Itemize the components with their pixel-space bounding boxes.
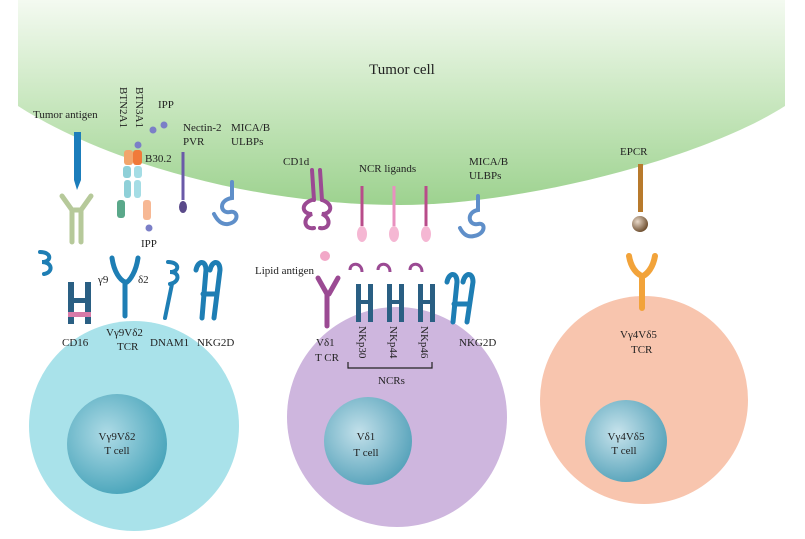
vg4vd5-t-cell: Vγ4Vδ5 T cell xyxy=(540,296,748,504)
vg9vd2-tcr xyxy=(109,255,141,319)
ipp-dot-3 xyxy=(134,141,142,149)
nkp44-receptor xyxy=(376,262,404,322)
vg9vd2-tcr-label-line2: TCR xyxy=(117,341,139,353)
tumor-cell-title: Tumor cell xyxy=(369,62,435,78)
pvr-head xyxy=(179,201,187,213)
ncrs-label: NCRs xyxy=(378,375,405,387)
lipid-antigen-label: Lipid antigen xyxy=(255,265,314,277)
vd1-tcr-label-line2: T CR xyxy=(315,352,340,364)
nucleus-1-label-line1: Vγ9Vδ2 xyxy=(99,431,136,443)
tumor-cell: Tumor cell xyxy=(18,0,785,205)
mica-ligand-1 xyxy=(212,180,239,227)
ncrs-bracket xyxy=(347,362,433,369)
nkp46-receptor xyxy=(408,262,435,322)
nkg2d-label-1: NKG2D xyxy=(197,337,234,349)
nkg2d-receptor-2 xyxy=(444,272,476,325)
ncr-ligands-label: NCR ligands xyxy=(359,163,416,175)
vg4vd5-tcr-label-line2: TCR xyxy=(631,344,653,356)
vg9vd2-tcr-label-line1: Vγ9Vδ2 xyxy=(106,327,143,339)
vd1-t-cell: Vδ1 T cell xyxy=(287,307,507,527)
ipp-dot-2 xyxy=(149,126,157,134)
nectin2-label: Nectin-2 xyxy=(183,122,221,134)
tumor-antigen-label: Tumor antigen xyxy=(33,109,98,121)
cd1d-molecule xyxy=(301,168,333,231)
nkg2d-receptor-1 xyxy=(193,260,223,321)
vd1-tcr-label-line1: Vδ1 xyxy=(316,337,335,349)
ncr-ligand-1 xyxy=(357,186,367,242)
ncr-ligand-2 xyxy=(389,186,399,242)
nkp46-label: NKp46 xyxy=(418,326,430,359)
nucleus-2 xyxy=(324,397,412,485)
pvr-label: PVR xyxy=(183,136,205,148)
vg9vd2-t-cell: Vγ9Vδ2 T cell xyxy=(29,321,239,531)
mica2-label: MICA/B xyxy=(469,156,508,168)
nucleus-2-label-line2: T cell xyxy=(353,447,378,459)
nkp30-label: NKp30 xyxy=(356,326,368,359)
mica-ligand-2 xyxy=(458,194,486,239)
vg4vd5-tcr xyxy=(626,253,658,311)
tumor-antigen xyxy=(74,132,81,190)
dnam1-receptor xyxy=(163,260,180,320)
nkp30-receptor xyxy=(348,262,373,322)
nucleus-1 xyxy=(67,394,167,494)
nucleus-3-label-line2: T cell xyxy=(611,445,636,457)
ncr-ligand-3 xyxy=(421,186,431,242)
cd16-receptor xyxy=(38,250,91,324)
tumor-cell-membrane xyxy=(18,0,785,205)
ulbps1-label: ULBPs xyxy=(231,136,263,148)
nkp44-label: NKp44 xyxy=(387,326,399,359)
btn2a1-label: BTN2A1 xyxy=(117,87,129,128)
b302-label: B30.2 xyxy=(145,153,172,165)
vd1-tcr xyxy=(315,275,341,329)
nucleus-3 xyxy=(585,400,667,482)
cd1d-label: CD1d xyxy=(283,156,310,168)
nucleus-3-label-line1: Vγ4Vδ5 xyxy=(608,431,645,443)
cd16-label: CD16 xyxy=(62,337,89,349)
antibody-y xyxy=(59,193,94,245)
delta2-label: δ2 xyxy=(138,274,149,286)
nucleus-2-label-line1: Vδ1 xyxy=(357,431,376,443)
ipp-bottom-label: IPP xyxy=(141,238,157,250)
lipid-antigen-dot xyxy=(320,251,330,261)
btn3a1-label: BTN3A1 xyxy=(133,87,145,128)
btn-complex xyxy=(117,150,151,220)
mica1-label: MICA/B xyxy=(231,122,270,134)
ipp-dot-1 xyxy=(160,121,168,129)
nucleus-1-label-line2: T cell xyxy=(104,445,129,457)
ulbps2-label: ULBPs xyxy=(469,170,501,182)
epcr-label: EPCR xyxy=(620,146,648,158)
epcr-head xyxy=(632,216,648,232)
nkg2d-label-2: NKG2D xyxy=(459,337,496,349)
epcr-stalk xyxy=(638,164,643,212)
vg4vd5-tcr-label-line1: Vγ4Vδ5 xyxy=(620,329,657,341)
ipp-top-label: IPP xyxy=(158,99,174,111)
ipp-dot-bottom xyxy=(145,224,153,232)
dnam1-label: DNAM1 xyxy=(150,337,189,349)
gamma9-label: γ9 xyxy=(97,274,109,286)
